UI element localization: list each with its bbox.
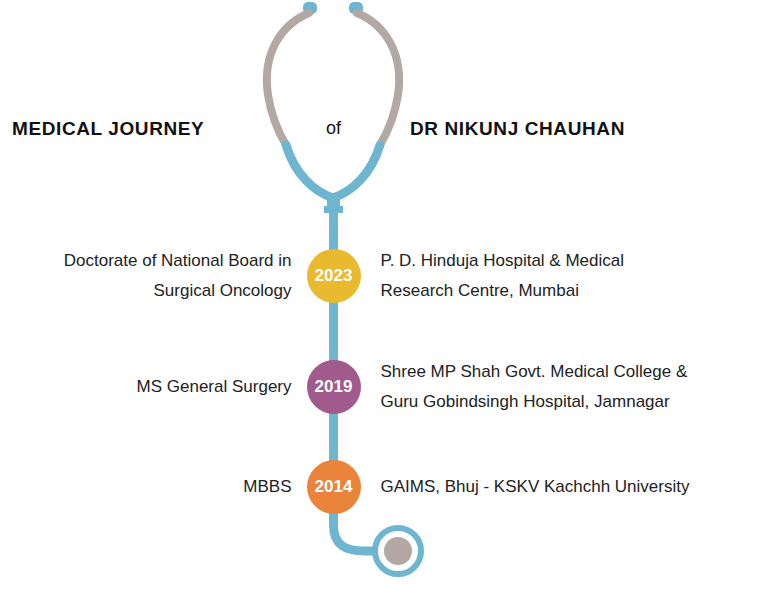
degree-text: MBBS <box>12 472 292 502</box>
institution-text: Shree MP Shah Govt. Medical College & Gu… <box>381 357 726 417</box>
chest-piece <box>384 537 412 565</box>
title-text: MEDICAL JOURNEY <box>12 118 204 140</box>
binaural-tube <box>333 145 380 198</box>
ear-tube <box>357 13 399 145</box>
tube <box>329 212 338 252</box>
institution-text: GAIMS, Bhuj - KSKV Kachchh University <box>381 472 761 502</box>
year-circle: 2014MBBSGAIMS, Bhuj - KSKV Kachchh Unive… <box>307 460 361 514</box>
institution-text: P. D. Hinduja Hospital & Medical Researc… <box>381 246 681 306</box>
year-text: 2014 <box>315 477 353 497</box>
year-circle: 2023Doctorate of National Board in Surgi… <box>307 249 361 303</box>
tube <box>334 510 379 551</box>
title-text: of <box>326 118 341 139</box>
binaural-tube <box>286 145 333 198</box>
tube-connector <box>329 301 338 362</box>
year-text: 2023 <box>315 266 353 286</box>
yoke <box>324 206 343 213</box>
chest-piece <box>375 528 421 574</box>
tube-connector <box>329 412 338 462</box>
degree-text: MS General Surgery <box>12 372 292 402</box>
year-circle: 2019MS General SurgeryShree MP Shah Govt… <box>307 360 361 414</box>
ear-tube <box>267 13 309 145</box>
year-text: 2019 <box>315 377 353 397</box>
degree-text: Doctorate of National Board in Surgical … <box>12 246 292 306</box>
title-text: DR NIKUNJ CHAUHAN <box>410 118 625 140</box>
